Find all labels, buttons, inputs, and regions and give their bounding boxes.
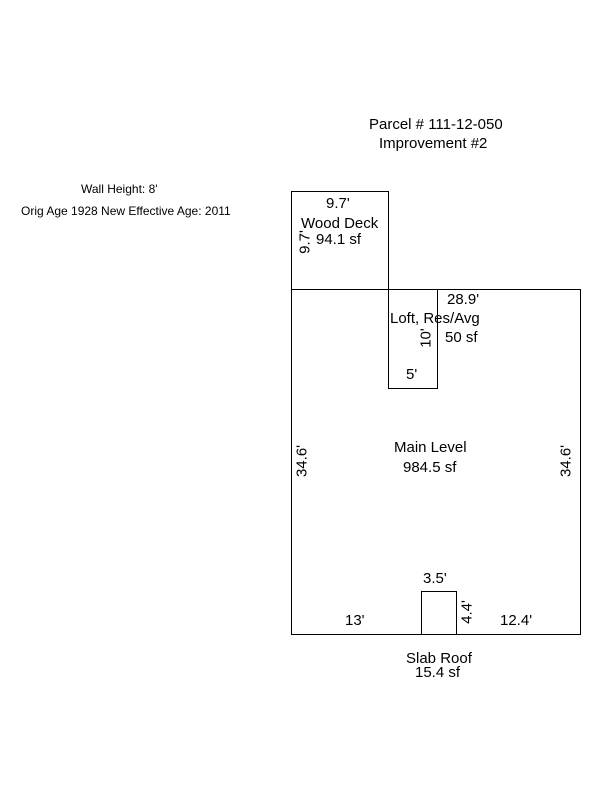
main-level-dim-left: 34.6' <box>293 444 311 478</box>
main-level-dim-bottom-left: 13' <box>345 612 365 629</box>
wood-deck-dim-left: 9.7' <box>296 230 314 254</box>
wood-deck-area: 94.1 sf <box>316 231 362 248</box>
slab-roof-outline <box>421 591 457 635</box>
loft-area: 50 sf <box>445 329 478 346</box>
loft-name: Loft, Res/Avg <box>390 310 480 327</box>
parcel-number: Parcel # 111-12-050 <box>369 116 503 133</box>
slab-roof-area: 15.4 sf <box>415 664 461 681</box>
slab-roof-dim-top: 3.5' <box>423 570 447 587</box>
main-level-dim-right: 34.6' <box>557 444 575 478</box>
improvement-number: Improvement #2 <box>379 135 488 152</box>
loft-dim-bottom: 5' <box>406 366 418 383</box>
main-level-dim-bottom-right: 12.4' <box>500 612 533 629</box>
main-level-dim-top: 28.9' <box>447 291 480 308</box>
wood-deck-name: Wood Deck <box>301 215 379 232</box>
age-info: Orig Age 1928 New Effective Age: 2011 <box>21 204 231 218</box>
loft-dim-side: 10' <box>417 328 435 348</box>
slab-roof-dim-side: 4.4' <box>458 600 476 624</box>
main-level-area: 984.5 sf <box>403 459 457 476</box>
wall-height: Wall Height: 8' <box>81 182 158 196</box>
loft-outline <box>388 289 438 389</box>
main-level-name: Main Level <box>394 439 467 456</box>
wood-deck-dim-top: 9.7' <box>326 195 350 212</box>
slab-roof-name: Slab Roof <box>406 650 472 667</box>
